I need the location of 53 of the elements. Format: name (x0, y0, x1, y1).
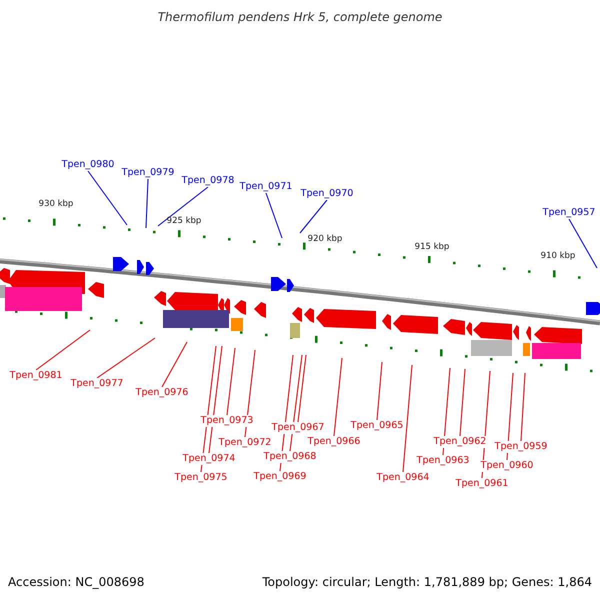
leader-line (88, 170, 128, 226)
leader-line (506, 372, 514, 460)
leader-line (290, 354, 302, 452)
leader-line (244, 350, 256, 438)
scale-label: 930 kbp (38, 199, 74, 209)
leader-line (146, 178, 148, 228)
leader-line (158, 186, 208, 226)
gene-label: Tpen_0973 (200, 415, 254, 427)
scale-label: 925 kbp (166, 216, 202, 226)
scale-label: 920 kbp (308, 234, 342, 244)
gene-label: Tpen_0961 (454, 478, 510, 490)
leader-line (568, 218, 598, 268)
leader-line (300, 200, 328, 234)
gene-label: Tpen_0964 (376, 472, 430, 484)
gene-label: Tpen_0959 (494, 441, 548, 453)
scale-label: 910 kbp (540, 251, 576, 261)
gene-label: Tpen_0978 (180, 175, 236, 187)
leader-line (402, 364, 412, 472)
gene-label: Tpen_0980 (60, 159, 116, 171)
leader-line (298, 354, 306, 422)
gene-label: Tpen_0972 (218, 437, 272, 449)
leader-line (266, 192, 282, 238)
gene-label: Tpen_0970 (300, 188, 354, 200)
gene-label: Tpen_0962 (432, 436, 488, 448)
gene-label: Tpen_0969 (252, 471, 308, 483)
gene-label: Tpen_0979 (120, 167, 176, 179)
leader-line (520, 372, 526, 442)
genome-stats-text: Topology: circular; Length: 1,781,889 bp; Genes: 1,864 (262, 576, 592, 588)
leader-line (208, 346, 222, 454)
leader-line (226, 348, 236, 416)
accession-text: Accession: NC_008698 (8, 576, 144, 588)
leader-line (96, 338, 156, 378)
gene-label: Tpen_0963 (416, 455, 470, 467)
scale-label: 915 kbp (414, 242, 450, 252)
leader-line (376, 362, 382, 420)
gene-label: Tpen_0976 (134, 387, 190, 399)
leader-line (460, 368, 466, 436)
leader-line (36, 330, 90, 370)
gene-label: Tpen_0971 (238, 181, 294, 193)
map-title: Thermofilum pendens Hrk 5, complete genome (158, 11, 442, 23)
gene-label: Tpen_0968 (262, 451, 318, 463)
gene-label: Tpen_0977 (70, 378, 124, 390)
gene-label: Tpen_0974 (182, 453, 236, 465)
gene-label: Tpen_0966 (306, 436, 362, 448)
gene-label: Tpen_0967 (270, 422, 326, 434)
gene-label: Tpen_0960 (480, 460, 534, 472)
leader-line (162, 342, 188, 388)
leader-line (334, 358, 342, 436)
gene-label: Tpen_0981 (8, 370, 64, 382)
gene-label: Tpen_0975 (174, 472, 228, 484)
gene-label: Tpen_0957 (542, 207, 596, 219)
gene-label: Tpen_0965 (350, 420, 404, 432)
leader-line (442, 368, 450, 456)
